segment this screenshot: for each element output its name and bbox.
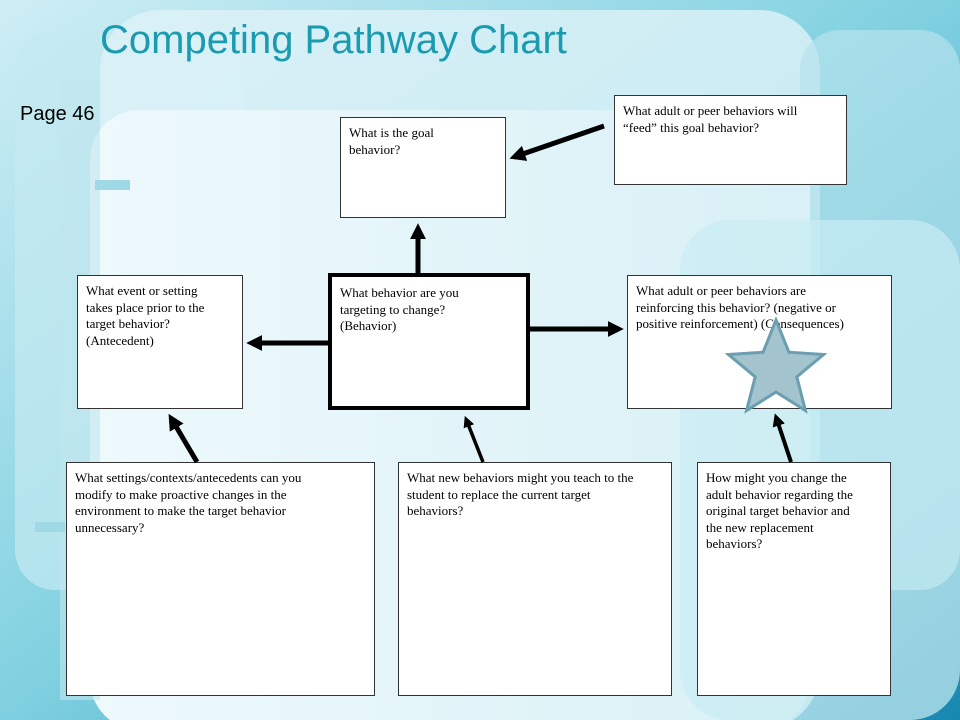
arrow-adult-to-consequences (772, 413, 793, 463)
page-label: Page 46 (20, 103, 95, 125)
arrow-settings-to-antecedent (168, 413, 200, 464)
change-adult-box: How might you change the adult behavior … (697, 462, 891, 696)
goal-behavior-box: What is the goal behavior? (340, 117, 506, 218)
modify-settings-box: What settings/contexts/antecedents can y… (66, 462, 375, 696)
new-behaviors-box: What new behaviors might you teach to th… (398, 462, 672, 696)
star-icon (724, 315, 828, 414)
antecedent-box: What event or setting takes place prior … (77, 275, 243, 409)
goal-feed-box: What adult or peer behaviors will “feed”… (614, 95, 847, 185)
target-behavior-box: What behavior are you targeting to chang… (328, 273, 530, 410)
arrow-newbehaviors-to-behavior (463, 415, 485, 463)
slide-title: Competing Pathway Chart (100, 18, 567, 62)
arrow-feed-to-goal (509, 123, 605, 161)
